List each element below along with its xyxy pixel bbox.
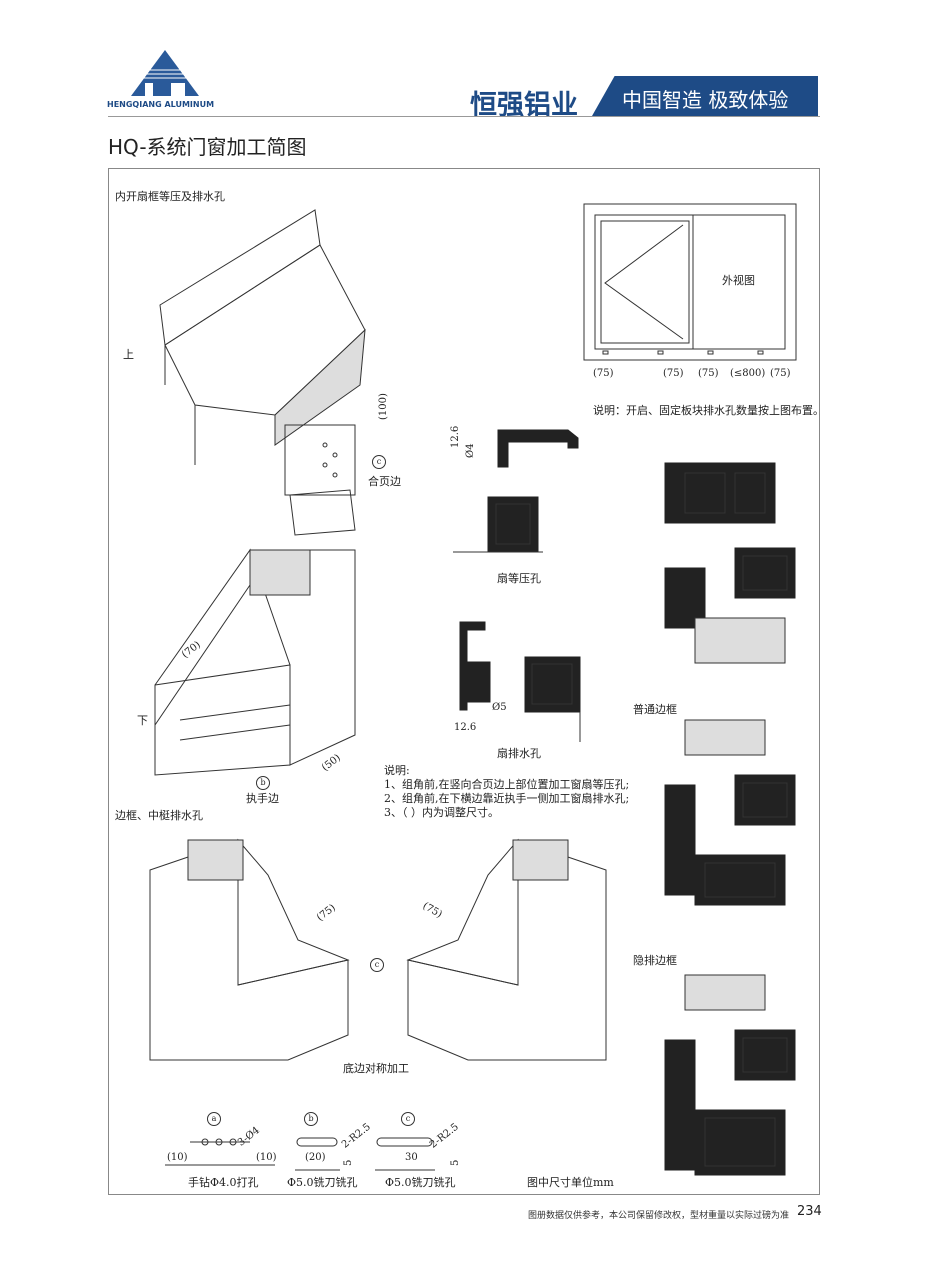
detail-b-slot [295,1137,340,1171]
page-number: 234 [797,1204,822,1219]
drain-dim-1: Ø5 [492,702,507,713]
sash-drain-section [459,621,581,742]
exterior-note: 说明：开启、固定板块排水孔数量按上图布置。 [593,404,824,417]
detail-c-dim-2: 5 [450,1159,461,1166]
detail-a-dim-2: (10) [256,1152,277,1163]
drain-dim-2: 12.6 [454,722,477,733]
marker-c: c [372,455,386,469]
detail-b-marker: b [304,1112,318,1126]
sash-corner-top-drawing [159,209,366,536]
pressure-dim-2: Ø4 [465,443,476,458]
bottom-symmetric-label: 底边对称加工 [343,1062,409,1075]
drawing-frame [108,168,820,1195]
hidden-frame-label: 隐排边框 [633,954,677,967]
notes-title: 说明: [384,764,410,777]
sash-drain-label: 扇排水孔 [497,747,541,760]
hidden-frame-section [664,974,796,1176]
header-divider [108,116,820,117]
unit-note: 图中尺寸单位mm [527,1176,614,1189]
slogan: 中国智造 极致体验 [622,88,789,112]
note-line: 1、组角前,在竖向合页边上部位置加工窗扇等压孔; [384,778,630,791]
detail-a-marker: a [207,1112,221,1126]
note-line: 2、组角前,在下横边靠近执手一侧加工窗扇排水孔; [384,792,630,805]
detail-b-dim-2: 5 [343,1159,354,1166]
footer-disclaimer: 图册数据仅供参考，本公司保留修改权，型材重量以实际过磅为准 [528,1211,790,1221]
sash-corner-bottom-drawing [154,548,356,776]
pressure-dim-1: 12.6 [450,425,461,448]
top-label: 上 [123,348,134,361]
note-line: 3、（ ）内为调整尺寸。 [384,806,499,819]
detail-a-label: 手钻Φ4.0打孔 [188,1176,259,1189]
ext-dim-1: (75) [593,368,614,379]
ext-dim-2: (75) [663,368,684,379]
exterior-view-label: 外视图 [722,274,755,287]
normal-frame-section [664,719,796,906]
slogan-banner [592,76,818,116]
logo-icon [131,50,199,96]
page-title: HQ-系统门窗加工简图 [108,135,307,159]
detail-a-holes [165,1138,275,1166]
detail-b-dim-1: (20) [305,1152,326,1163]
exterior-view-drawing [583,203,797,361]
ext-dim-5: (75) [770,368,791,379]
dim-100: (100) [378,393,389,420]
notes-block: 说明: 1、组角前,在竖向合页边上部位置加工窗扇等压孔; 2、组角前,在下横边靠… [384,764,629,820]
detail-c-slot [375,1137,435,1171]
section-title-frame: 边框、中梃排水孔 [115,809,203,822]
detail-b-label: Φ5.0铣刀铣孔 [287,1176,358,1189]
handle-side-label: 执手边 [246,792,279,805]
logo-text: HENGQIANG ALUMINUM [107,100,215,109]
detail-c-marker: c [401,1112,415,1126]
detail-c-label: Φ5.0铣刀铣孔 [385,1176,456,1189]
ext-dim-4: (≤800) [730,368,766,379]
detail-c-dim-1: 30 [405,1152,418,1163]
normal-frame-label: 普通边框 [633,703,677,716]
sash-pressure-section [453,429,579,553]
bottom-label: 下 [137,714,148,727]
ext-dim-3: (75) [698,368,719,379]
detail-a-dim-1: (10) [167,1152,188,1163]
sash-profile-section [664,462,796,664]
brand-name: 恒强铝业 [470,90,578,121]
marker-c-frame: c [370,958,384,972]
sash-pressure-label: 扇等压孔 [497,572,541,585]
frame-corners-drawing [149,838,607,1061]
marker-b: b [256,776,270,790]
section-title-sash: 内开扇框等压及排水孔 [115,190,225,203]
hinge-side-label: 合页边 [368,475,401,488]
